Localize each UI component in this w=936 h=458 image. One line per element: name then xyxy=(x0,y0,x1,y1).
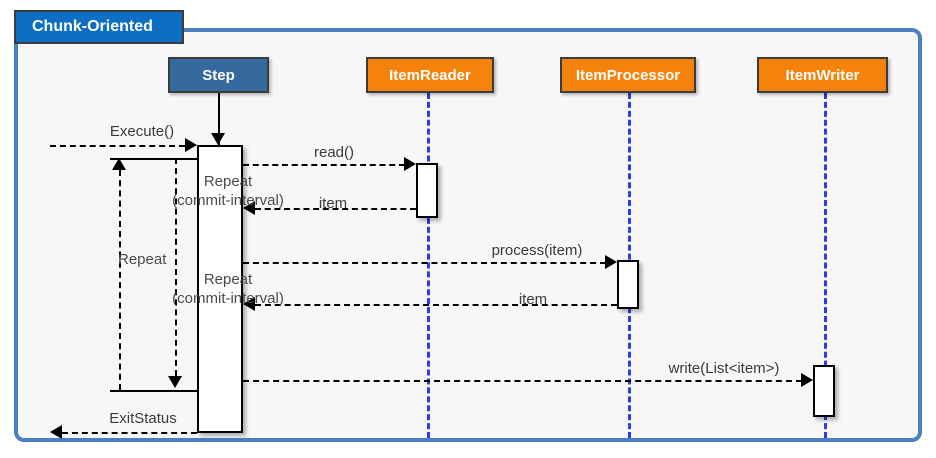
participant-step[interactable]: Step xyxy=(168,57,269,93)
message-execute-arrowhead xyxy=(185,138,197,152)
loop-outer-bottom-line xyxy=(110,390,200,392)
step-activation-entry-arrow xyxy=(211,133,225,145)
message-item2-label: item xyxy=(518,291,548,308)
message-write-arrowhead xyxy=(801,373,813,387)
message-process-label: process(item) xyxy=(491,242,583,259)
message-item1-label: item xyxy=(318,195,348,212)
participant-itemprocessor-label: ItemProcessor xyxy=(575,66,681,84)
activation-itemwriter xyxy=(813,365,835,417)
message-item1-line xyxy=(255,208,416,210)
message-read-label: read() xyxy=(313,144,355,161)
message-execute-label: Execute() xyxy=(109,123,175,140)
loop-chunk-read-label: Repeat (commit-interval) xyxy=(172,172,284,210)
loop-chunk-read-label-line2: (commit-interval) xyxy=(172,192,284,209)
loop-outer-label: Repeat xyxy=(118,251,167,268)
participant-itemwriter-label: ItemWriter xyxy=(785,66,860,84)
participant-itemwriter[interactable]: ItemWriter xyxy=(757,57,888,93)
message-read-arrowhead xyxy=(404,157,416,171)
message-item2-arrowhead xyxy=(243,297,255,311)
loop-outer-left-line xyxy=(119,170,121,390)
loop-chunk-process-label-line1: Repeat xyxy=(203,271,253,288)
loop-chunk-process-label-line2: (commit-interval) xyxy=(172,290,284,307)
diagram-frame xyxy=(14,28,922,442)
diagram-title-label: Chunk-Oriented xyxy=(32,18,153,35)
loop-outer-down-arrowhead xyxy=(168,376,182,388)
diagram-title-tab: Chunk-Oriented xyxy=(14,10,184,44)
activation-step xyxy=(197,145,243,433)
message-exitstatus-line xyxy=(62,432,197,434)
loop-outer-up-arrowhead xyxy=(112,158,126,170)
message-exitstatus-arrowhead xyxy=(50,425,62,439)
participant-step-label: Step xyxy=(202,66,235,84)
message-exitstatus-label: ExitStatus xyxy=(109,410,177,427)
lifeline-step xyxy=(218,93,220,145)
message-read-line xyxy=(243,164,405,166)
loop-outer-right-line xyxy=(175,158,177,376)
activation-itemreader xyxy=(416,163,438,218)
message-execute-line xyxy=(50,145,185,147)
loop-outer-top-line xyxy=(110,158,200,160)
loop-chunk-process-label: Repeat (commit-interval) xyxy=(172,270,284,308)
message-item1-arrowhead xyxy=(243,201,255,215)
activation-itemprocessor xyxy=(617,260,639,309)
lifeline-itemreader xyxy=(427,93,430,438)
participant-itemprocessor[interactable]: ItemProcessor xyxy=(560,57,696,93)
message-item2-line xyxy=(255,304,617,306)
message-process-line xyxy=(243,262,606,264)
lifeline-itemwriter xyxy=(824,93,827,438)
message-write-line xyxy=(243,380,802,382)
message-write-label: write(List<item>) xyxy=(668,360,780,377)
message-process-arrowhead xyxy=(605,255,617,269)
participant-itemreader-label: ItemReader xyxy=(389,66,471,84)
loop-chunk-read-label-line1: Repeat xyxy=(203,173,253,190)
participant-itemreader[interactable]: ItemReader xyxy=(366,57,494,93)
